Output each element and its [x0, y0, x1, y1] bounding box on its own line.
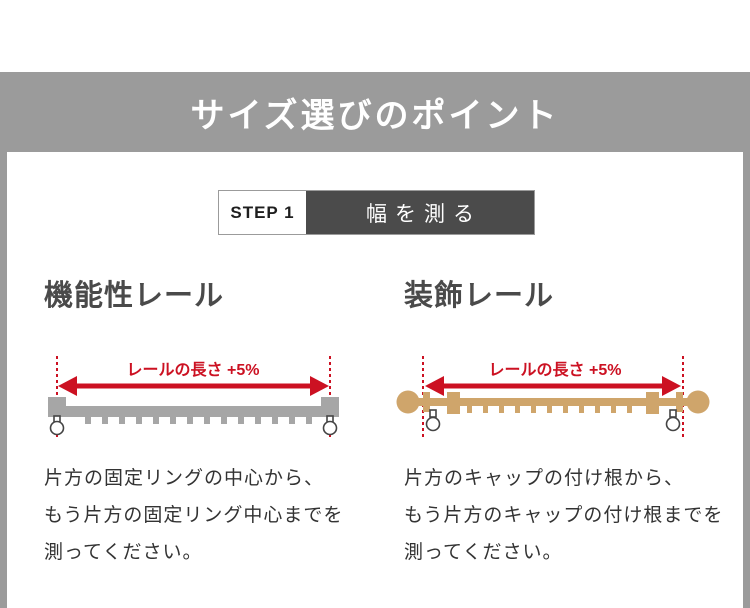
decorative-rail-heading: 装飾レール — [404, 280, 555, 312]
rail-bar — [48, 406, 339, 417]
cap-base-left — [423, 392, 430, 412]
step1-badge: STEP 1 — [219, 191, 306, 234]
description-line: もう片方のキャップの付け根までを — [404, 505, 724, 526]
description-line: 測ってください。 — [404, 542, 563, 563]
description-line: 片方のキャップの付け根から、 — [404, 468, 685, 489]
measure-arrow — [425, 376, 681, 396]
cap-ring-left — [425, 416, 441, 432]
functional-rail-heading: 機能性レール — [44, 280, 225, 312]
bracket-left — [447, 392, 460, 414]
functional-rail-diagram: レールの長さ +5% — [48, 356, 339, 438]
section-title: サイズ選びのポイント — [190, 96, 560, 135]
ring-stem-left — [429, 409, 437, 418]
section-title-banner: サイズ選びのポイント — [0, 72, 750, 152]
step1-header-bar: STEP 1 幅を測る — [218, 190, 535, 235]
rail-pole — [417, 398, 701, 406]
description-line: 測ってください。 — [44, 542, 203, 563]
measure-guide-lines — [422, 356, 684, 438]
decorative-rail-diagram: レールの長さ +5% — [396, 356, 710, 438]
page-background-right-strip — [743, 152, 750, 608]
cap-base-right — [676, 392, 683, 412]
cap-rings — [425, 409, 681, 432]
fixing-ring-left — [49, 420, 65, 436]
functional-rail-description: 片方の固定リングの中心から、 もう片方の固定リング中心までを 測ってください。 — [44, 460, 343, 571]
functional-rail-graphic — [48, 397, 339, 424]
ring-stem-right — [669, 409, 677, 418]
step1-title: 幅を測る — [306, 191, 534, 234]
page-background-left-strip — [0, 152, 7, 608]
measure-label: レールの長さ +5% — [489, 361, 622, 379]
bracket-right — [646, 392, 659, 414]
cap-ring-right — [665, 416, 681, 432]
fixing-ring-right — [322, 420, 338, 436]
fixing-rings — [49, 415, 338, 436]
decorative-rail-graphic — [396, 390, 710, 414]
description-line: もう片方の固定リング中心までを — [44, 505, 344, 526]
finial-cap-left — [396, 390, 420, 414]
measure-arrow — [58, 376, 329, 396]
measure-label: レールの長さ +5% — [127, 361, 260, 379]
decorative-rail-description: 片方のキャップの付け根から、 もう片方のキャップの付け根までを 測ってください。 — [404, 460, 723, 571]
description-line: 片方の固定リングの中心から、 — [44, 468, 325, 489]
